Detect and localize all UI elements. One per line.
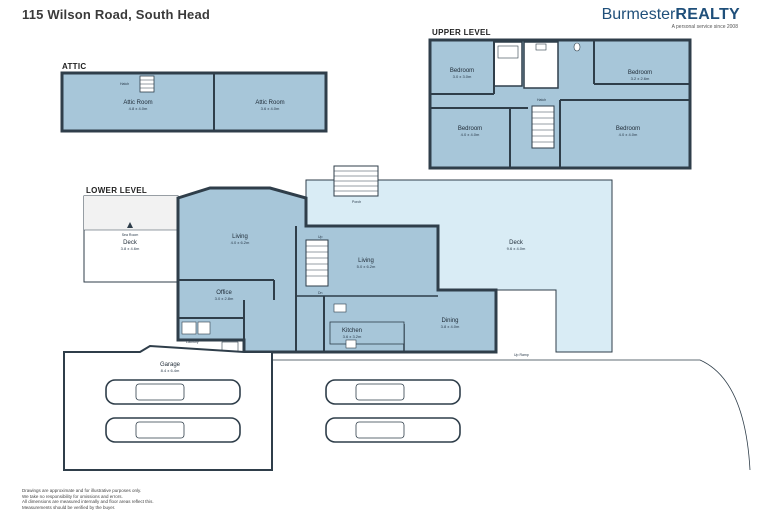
garage-name: Garage — [160, 362, 181, 368]
attic-room-2-dim: 3.6 x 4.0m — [261, 106, 280, 111]
stairs-down-label: Dn — [318, 291, 323, 295]
kitchen-name: Kitchen — [342, 328, 362, 334]
attic-outline — [60, 71, 328, 133]
main-deck-name: Deck — [509, 240, 524, 246]
cooktop-icon — [345, 339, 357, 349]
kitchen-bench — [329, 321, 405, 345]
upper-level-label: UPPER LEVEL — [432, 28, 491, 37]
driveway-edge — [272, 359, 751, 471]
dining-dim: 3.8 x 4.0m — [441, 324, 460, 329]
living-1-dim: 4.0 x 6.2m — [231, 240, 250, 245]
washer-icon — [181, 321, 197, 335]
tub-icon — [197, 321, 211, 335]
up-arrow-icon — [127, 222, 133, 228]
car-icon-4 — [325, 417, 461, 443]
stairs-up-label: Up — [318, 235, 323, 239]
left-deck-dim: 3.8 x 4.6m — [121, 246, 140, 251]
living-1-name: Living — [232, 234, 248, 240]
main-deck-dim: 9.6 x 4.0m — [507, 246, 526, 251]
lower-stairs — [305, 239, 329, 287]
brand-name-second: REALTY — [675, 6, 740, 23]
attic-level-label: ATTIC — [62, 62, 87, 71]
upper-bedroom-3-name: Bedroom — [458, 126, 482, 132]
disclaimer-line: We take no responsibility for omissions … — [22, 493, 123, 499]
kitchen-dim: 3.6 x 3.2m — [343, 334, 362, 339]
attic-room-1-name: Attic Room — [123, 100, 152, 106]
sink-icon — [333, 303, 347, 313]
car-icon-3 — [325, 379, 461, 405]
property-address: 115 Wilson Road, South Head — [22, 7, 211, 22]
toilet-icon — [573, 42, 581, 52]
office-name: Office — [216, 290, 232, 296]
brand-name-first: Burmester — [601, 6, 676, 23]
office-dim: 3.0 x 2.8m — [215, 296, 234, 301]
left-deck-name: Deck — [123, 240, 138, 246]
upper-stair-label: Hatch — [537, 98, 546, 102]
brand-logo: BurmesterREALTY — [602, 6, 740, 24]
attic-plan: Hatch Attic Room 4.8 x 4.0m Attic Room 3… — [60, 71, 328, 133]
left-deck-sub-label: Sea Room — [122, 233, 139, 237]
upper-bedroom-3-dim: 4.0 x 4.0m — [461, 132, 480, 137]
deck-stairs — [333, 165, 379, 197]
attic-room-1-dim: 4.8 x 4.0m — [129, 106, 148, 111]
deck-porch-label: Porch — [352, 200, 361, 204]
disclaimer-line: All dimensions are measured internally a… — [22, 499, 154, 504]
disclaimer: Drawings are approximate and for illustr… — [22, 488, 262, 510]
attic-room-2-name: Attic Room — [255, 100, 284, 106]
laundry-label: Laundry — [186, 340, 199, 344]
basin-icon — [535, 43, 547, 51]
upper-stairs — [531, 105, 555, 149]
upper-wc — [523, 41, 559, 89]
bath-icon — [497, 45, 519, 59]
lower-level-label: LOWER LEVEL — [86, 186, 148, 195]
upper-bedroom-2-dim: 3.2 x 2.6m — [631, 76, 650, 81]
car-icon-2 — [105, 417, 241, 443]
disclaimer-line: Measurements should be verified by the b… — [22, 504, 116, 510]
living-2-name: Living — [358, 258, 374, 264]
living-2-dim: 5.0 x 6.2m — [357, 264, 376, 269]
upper-bedroom-4-dim: 4.0 x 4.0m — [619, 132, 638, 137]
upper-bedroom-2-name: Bedroom — [628, 70, 652, 76]
upper-bedroom-1-name: Bedroom — [450, 68, 474, 74]
upper-level-plan: Hatch Bedroom 3.0 x 3.0m Bedroom 3.2 x 2… — [428, 38, 692, 170]
disclaimer-line: Drawings are approximate and for illustr… — [22, 488, 142, 493]
brand-tagline: A personal service since 2008 — [671, 24, 738, 30]
up-ramp-label: Up Ramp — [514, 353, 529, 357]
car-icon-1 — [105, 379, 241, 405]
lower-level-plan: Porch Deck 9.6 x 4.0m Sea Room Deck 3.8 … — [63, 165, 751, 471]
dining-name: Dining — [441, 318, 458, 324]
garage-dim: 8.4 x 6.4m — [161, 368, 180, 373]
upper-bedroom-1-dim: 3.0 x 3.0m — [453, 74, 472, 79]
attic-hatch-label: Hatch — [120, 82, 129, 86]
upper-bedroom-4-name: Bedroom — [616, 126, 640, 132]
